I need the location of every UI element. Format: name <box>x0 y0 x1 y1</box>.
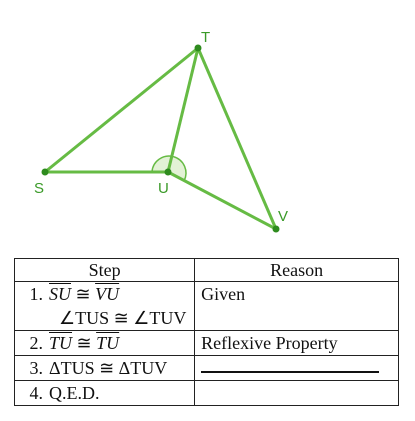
step-cell: 4.Q.E.D. <box>13 380 196 406</box>
step-number: 1. <box>29 284 44 304</box>
segment-su-label: SU <box>49 284 71 304</box>
reason-cell[interactable] <box>194 355 399 381</box>
step-text: ΔTUS ≅ ΔTUV <box>49 358 168 378</box>
segment-tv <box>196 47 278 230</box>
reason-header: Reason <box>194 258 399 282</box>
step-number: 3. <box>29 358 44 378</box>
table-row: 4.Q.E.D. <box>13 380 399 406</box>
step-number: 2. <box>29 333 44 353</box>
step-number: 4. <box>29 383 44 403</box>
point-s <box>41 168 49 176</box>
reason-cell: Reflexive Property <box>194 330 399 356</box>
step-line-2: ∠TUS ≅ ∠TUV <box>59 308 187 328</box>
answer-blank[interactable] <box>201 371 380 373</box>
point-v <box>272 225 280 233</box>
table-row: 3.ΔTUS ≅ ΔTUV <box>13 355 399 381</box>
segment-vu-label: VU <box>95 284 120 304</box>
congruent-symbol: ≅ <box>76 333 92 353</box>
reason-cell <box>194 380 399 406</box>
segment-tu <box>166 47 200 173</box>
table-row: 1.SU ≅ VU ∠TUS ≅ ∠TUV Given <box>13 281 399 331</box>
segment-tu-label: TU <box>49 333 73 353</box>
reason-cell: Given <box>194 281 399 331</box>
point-u <box>164 168 172 176</box>
step-cell: 2.TU ≅ TU <box>13 330 196 356</box>
label-t: T <box>201 29 210 46</box>
segment-tu-label: TU <box>96 333 120 353</box>
step-cell: 1.SU ≅ VU ∠TUS ≅ ∠TUV <box>13 281 196 331</box>
label-v: V <box>278 208 288 225</box>
segment-uv <box>167 170 277 231</box>
proof-table: Step Reason 1.SU ≅ VU ∠TUS ≅ ∠TUV Given … <box>13 258 399 406</box>
triangle-figure: T S U V <box>34 29 288 233</box>
congruent-symbol: ≅ <box>75 284 91 304</box>
table-row: 2.TU ≅ TU Reflexive Property <box>13 330 399 356</box>
point-t <box>194 44 202 52</box>
segment-st <box>44 46 199 174</box>
label-s: S <box>34 180 44 197</box>
header-row: Step Reason <box>13 258 399 282</box>
step-header: Step <box>13 258 196 282</box>
step-cell: 3.ΔTUS ≅ ΔTUV <box>13 355 196 381</box>
label-u: U <box>158 180 169 197</box>
step-text: Q.E.D. <box>49 383 100 403</box>
